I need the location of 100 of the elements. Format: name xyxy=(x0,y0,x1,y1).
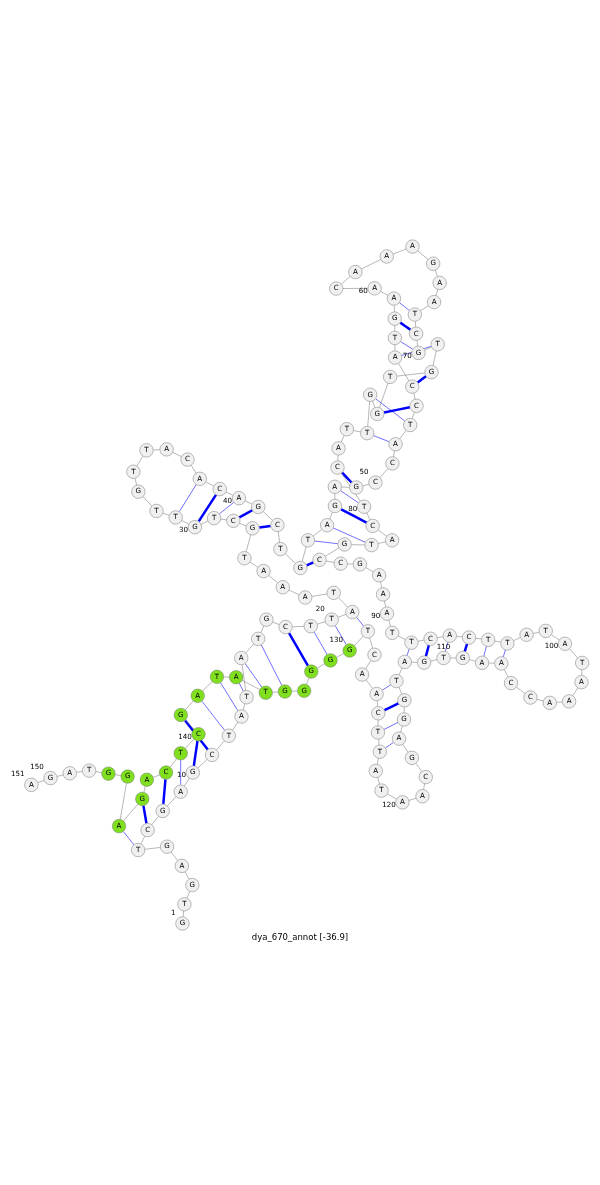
node-circle: A xyxy=(320,518,335,533)
connector xyxy=(191,465,197,474)
node-label: 70 xyxy=(402,350,412,360)
connector xyxy=(400,725,403,733)
node-circle: A xyxy=(397,654,412,669)
node-circle: G xyxy=(245,521,260,536)
connector xyxy=(340,508,368,524)
connector xyxy=(242,703,246,711)
node-circle: A xyxy=(379,249,394,264)
connector xyxy=(184,871,190,880)
connector xyxy=(245,643,254,654)
connector xyxy=(556,701,563,703)
connector xyxy=(134,478,137,486)
connector xyxy=(420,305,429,312)
node-circle: A xyxy=(355,667,370,682)
connector xyxy=(380,291,389,296)
node-circle: A xyxy=(331,441,346,456)
connector xyxy=(504,669,509,678)
connector xyxy=(379,468,389,478)
connector xyxy=(185,738,195,749)
connector xyxy=(341,276,351,285)
node-circle: G xyxy=(173,708,188,722)
node-label: 90 xyxy=(371,611,381,621)
node-circle: G xyxy=(349,480,364,495)
node-circle: T xyxy=(575,656,590,670)
connector xyxy=(388,620,391,627)
node-circle: T xyxy=(273,542,288,557)
node-circle: A xyxy=(542,695,557,710)
node-circle: T xyxy=(177,897,192,912)
connector xyxy=(378,541,386,544)
node-circle: C xyxy=(368,475,383,490)
node-circle: T xyxy=(364,538,379,553)
connector xyxy=(377,777,380,785)
node-circle: T xyxy=(436,651,451,665)
node-circle: G xyxy=(455,651,470,665)
node-circle: G xyxy=(327,499,342,513)
connector xyxy=(223,676,230,678)
connector xyxy=(435,289,438,296)
connector xyxy=(225,491,233,496)
node-circle: T xyxy=(131,843,146,858)
connector xyxy=(351,544,365,546)
connector xyxy=(365,660,372,669)
node-circle: C xyxy=(140,823,155,838)
connector xyxy=(142,805,148,824)
node-label: 30 xyxy=(179,524,189,534)
node-circle: T xyxy=(387,330,402,345)
node-circle: C xyxy=(278,620,293,634)
connector xyxy=(216,740,225,750)
connector xyxy=(377,529,387,537)
node-circle: G xyxy=(185,765,200,780)
node-circle: C xyxy=(409,326,424,341)
connector xyxy=(369,637,373,649)
connector xyxy=(317,621,326,625)
connector xyxy=(393,450,395,457)
node-circle: G xyxy=(43,771,58,786)
node-circle: T xyxy=(173,746,188,761)
node-label: 151 xyxy=(11,768,25,778)
connector xyxy=(186,891,190,899)
connector xyxy=(402,744,409,753)
connector xyxy=(245,500,253,505)
node-label: 80 xyxy=(348,504,358,514)
connector xyxy=(366,512,371,520)
connector xyxy=(311,593,328,597)
node-circle: C xyxy=(418,770,433,784)
node-label: 150 xyxy=(30,762,44,772)
connector xyxy=(394,344,396,351)
node-circle: C xyxy=(312,552,327,567)
caption: dya_670_annot [-36.9] xyxy=(251,931,349,942)
node-circle: A xyxy=(345,605,360,620)
node-circle: A xyxy=(229,670,244,685)
node-circle: A xyxy=(348,265,363,279)
connector xyxy=(241,680,261,690)
node-circle: G xyxy=(101,766,116,781)
connector xyxy=(260,625,264,633)
node-circle: A xyxy=(159,442,174,457)
connector xyxy=(325,547,340,557)
connector xyxy=(437,636,444,638)
node-circle: A xyxy=(173,784,188,799)
connector xyxy=(415,763,422,772)
connector xyxy=(341,486,350,488)
node-label: 20 xyxy=(315,603,325,613)
node-circle: T xyxy=(403,418,418,432)
node-circle: C xyxy=(504,676,518,691)
connector xyxy=(417,639,424,642)
connector xyxy=(241,664,246,691)
connector xyxy=(375,398,405,422)
node-circle: C xyxy=(159,765,173,780)
connector xyxy=(142,496,152,507)
node-circle: T xyxy=(430,337,445,352)
node-circle: A xyxy=(519,627,534,642)
node-circle: G xyxy=(363,387,378,402)
node-circle: C xyxy=(523,690,538,705)
node-circle: A xyxy=(380,606,394,621)
node-label: 1 xyxy=(170,907,176,917)
node-circle: T xyxy=(149,504,164,518)
node-circle: T xyxy=(360,426,375,441)
connector xyxy=(202,681,213,692)
connector xyxy=(411,661,418,663)
node-circle: G xyxy=(387,311,402,326)
node-circle: A xyxy=(234,651,249,665)
